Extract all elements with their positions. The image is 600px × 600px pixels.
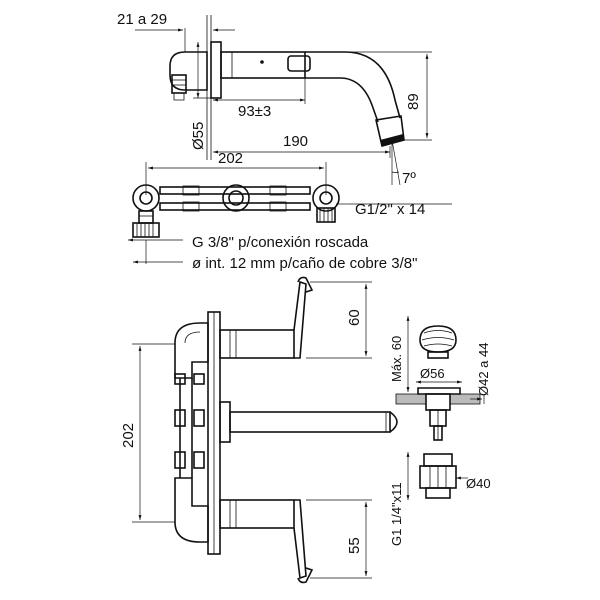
dim-diam-40: Ø40 xyxy=(466,476,491,491)
manifold-view: 202 G1/2" x 14 xyxy=(128,150,452,272)
dim-diam-55: Ø55 xyxy=(190,122,207,150)
angle-7: 7º xyxy=(402,170,416,187)
outlet-thread-label: G1/2" x 14 xyxy=(355,201,425,218)
front-view: 60 55 202 xyxy=(120,276,398,584)
dim-21-a-29: 21 a 29 xyxy=(117,11,167,28)
dim-60-front: 60 xyxy=(346,309,363,326)
top-side-view: 21 a 29 93±3 89 Ø55 190 7º xyxy=(117,11,432,187)
dim-diam-56: Ø56 xyxy=(420,366,445,381)
dim-max-60: Máx. 60 xyxy=(389,336,404,382)
dim-202-front: 202 xyxy=(120,423,137,448)
dim-thread-g1: G1 1/4"x11 xyxy=(389,482,404,546)
dim-190: 190 xyxy=(283,133,308,150)
dim-89: 89 xyxy=(405,93,422,110)
note-pipe: ø int. 12 mm p/caño de cobre 3/8" xyxy=(192,255,417,272)
dim-93: 93±3 xyxy=(238,103,271,120)
dim-55-front: 55 xyxy=(346,537,363,554)
dim-202-top: 202 xyxy=(218,150,243,167)
dim-diam-42-44: Ø42 a 44 xyxy=(476,343,491,397)
drain-view: Máx. 60 Ø56 Ø42 a 44 G1 1/4"x11 Ø40 xyxy=(389,316,491,546)
note-thread: G 3/8" p/conexión roscada xyxy=(192,234,369,251)
